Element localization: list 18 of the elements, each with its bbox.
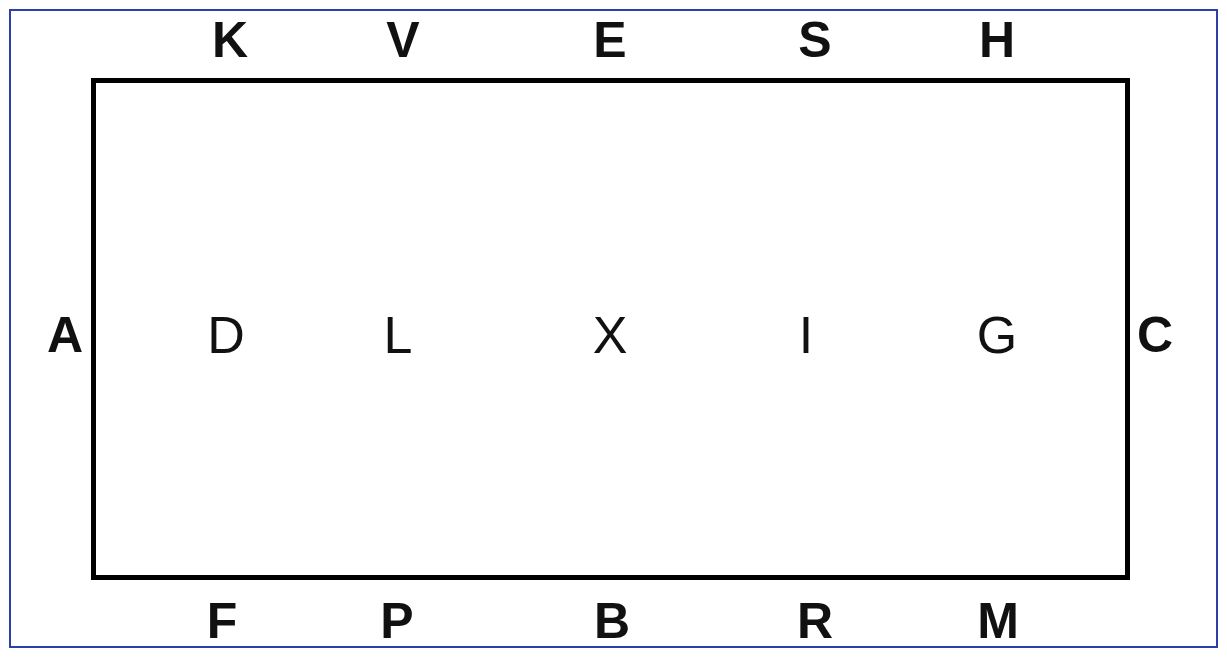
marker-letter: K xyxy=(211,15,249,65)
marker-letter: P xyxy=(380,596,414,646)
arena-letter: D xyxy=(207,309,245,361)
marker-letter: F xyxy=(206,596,238,646)
marker-letter: V xyxy=(386,15,420,65)
marker-letter: M xyxy=(977,596,1019,646)
arena-letter: L xyxy=(383,309,413,361)
arena-letter: G xyxy=(976,309,1018,361)
marker-letter: H xyxy=(978,15,1016,65)
arena-letter: X xyxy=(592,309,628,361)
arena-rectangle xyxy=(91,78,1130,580)
marker-letter: A xyxy=(46,310,84,360)
marker-letter: C xyxy=(1136,310,1174,360)
marker-letter: R xyxy=(796,596,834,646)
marker-letter: B xyxy=(593,596,631,646)
marker-letter: E xyxy=(593,15,627,65)
arena-letter: I xyxy=(798,309,814,361)
marker-letter: S xyxy=(798,15,832,65)
